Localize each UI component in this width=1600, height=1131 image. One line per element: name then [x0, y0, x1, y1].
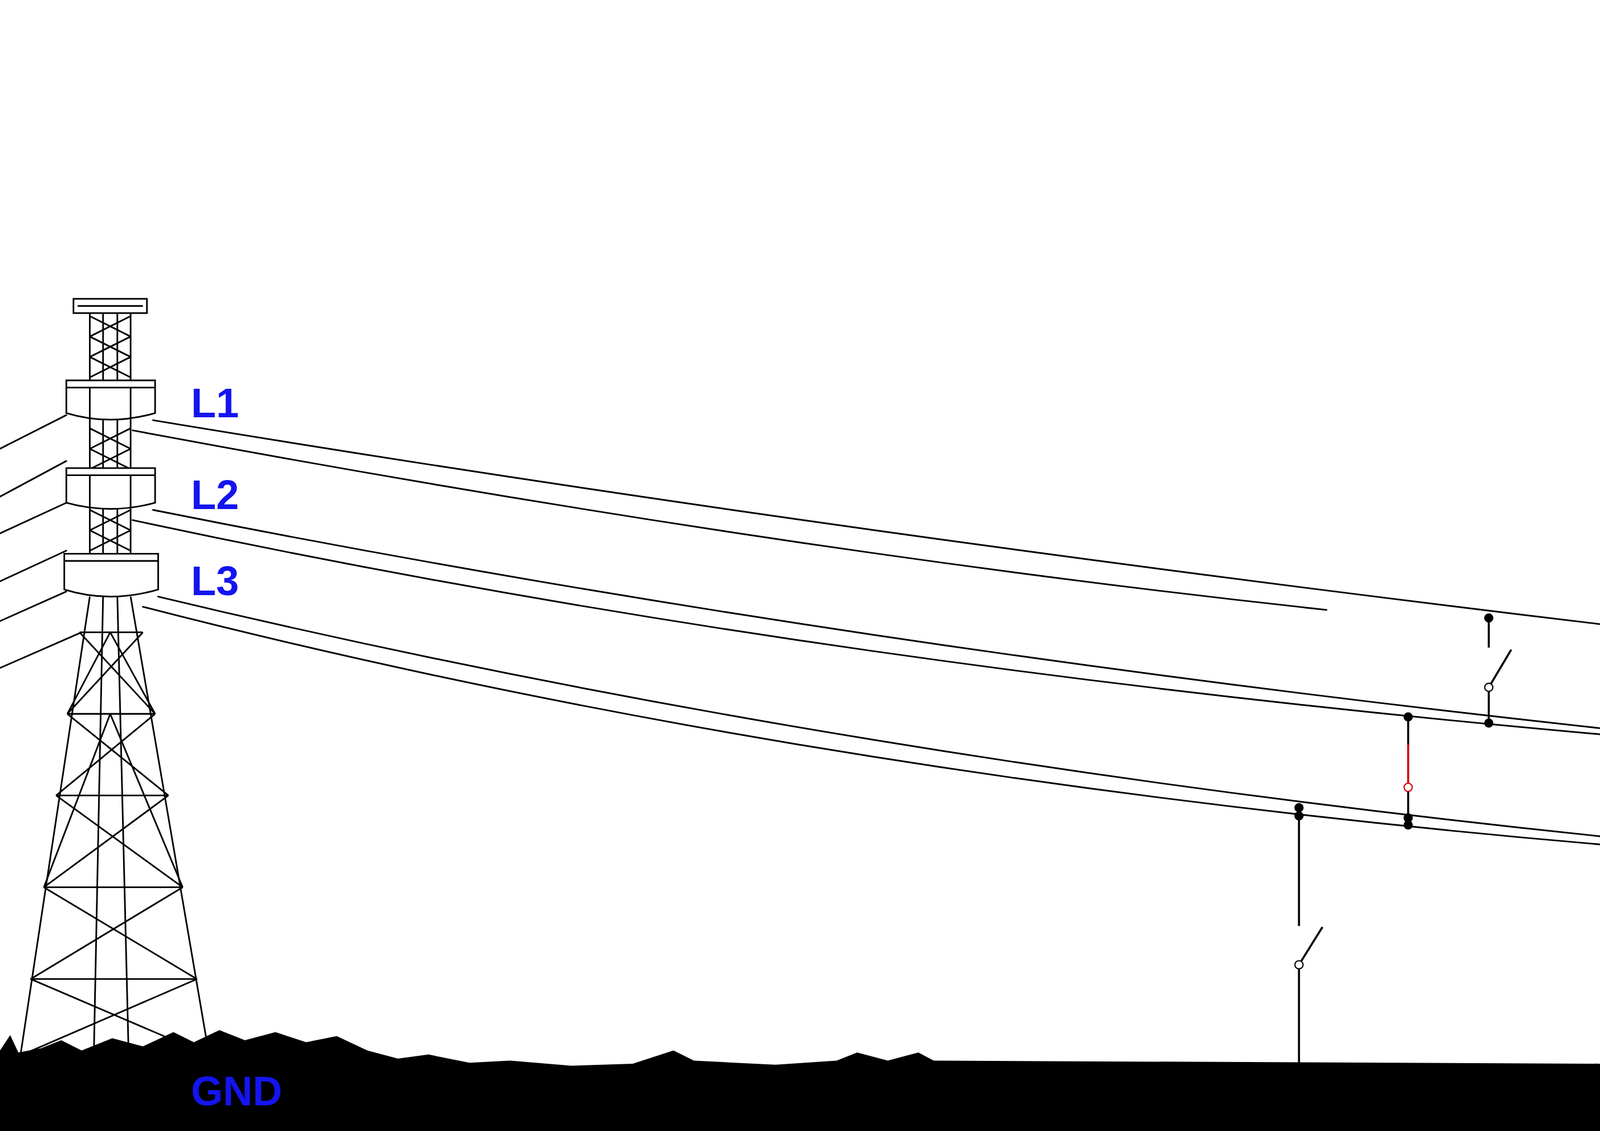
phase-label: L1	[191, 382, 239, 424]
phase-label: L2	[191, 474, 239, 516]
ground-label: GND	[191, 1070, 283, 1112]
phase-label: L3	[191, 560, 239, 602]
